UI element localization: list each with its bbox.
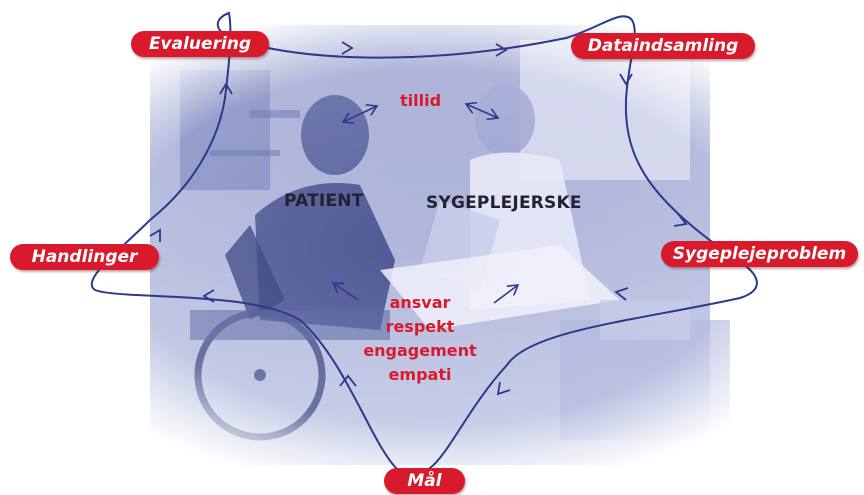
value-item: ansvar (389, 293, 451, 312)
cycle-arrow (219, 82, 233, 95)
cycle-arrow (496, 381, 511, 396)
values-arrow-right (493, 285, 518, 304)
patient-label: PATIENT (284, 191, 364, 211)
cycle-arrow (341, 41, 354, 55)
stage-dataindsamling[interactable]: Dataindsamling (571, 33, 755, 59)
trust-arrow-left (343, 106, 377, 122)
cycle-arrow (202, 289, 215, 303)
cycle-arrow (614, 287, 629, 301)
cycle-arrow (673, 213, 688, 227)
stage-evaluering[interactable]: Evaluering (131, 31, 269, 57)
cycle-arrow (495, 43, 508, 57)
trust-label: tillid (400, 91, 442, 110)
value-item: engagement (363, 341, 477, 360)
values-arrow-left (333, 283, 359, 301)
stage-handlinger[interactable]: Handlinger (10, 244, 159, 270)
stage-sygeplejeproblem[interactable]: Sygeplejeproblem (661, 241, 858, 267)
value-item: empati (388, 365, 452, 384)
cycle-arrow (149, 228, 161, 242)
cycle-arrow (619, 73, 633, 86)
value-item: respekt (385, 317, 455, 336)
nurse-label: SYGEPLEJERSKE (426, 193, 582, 213)
stage-maal[interactable]: Mål (384, 468, 465, 494)
values-list: ansvar respekt engagement empati (340, 291, 500, 387)
cycle-path (90, 11, 758, 475)
trust-arrow-right (466, 104, 498, 118)
cycle-arrow (339, 374, 357, 387)
